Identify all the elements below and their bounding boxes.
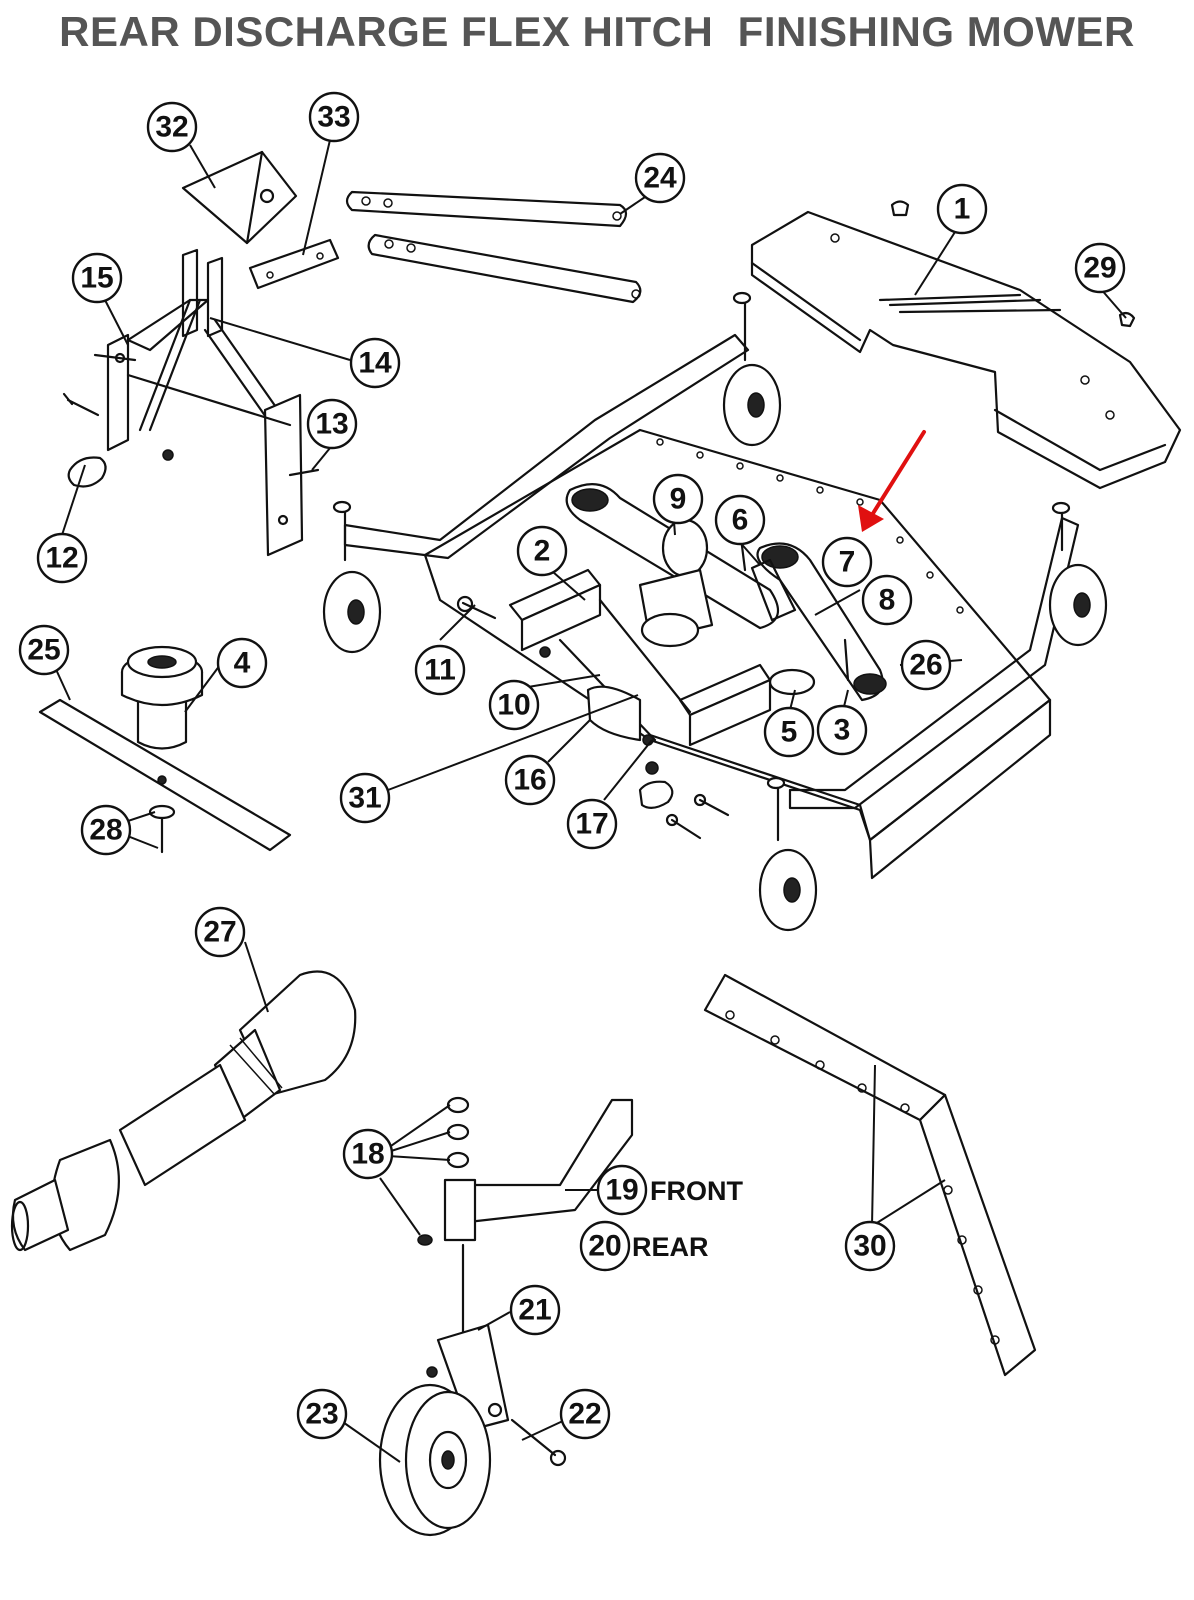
part-19-caster-arm	[443, 1098, 634, 1242]
callout-24: 24	[634, 152, 686, 204]
svg-text:8: 8	[879, 584, 896, 617]
part-30-angle-bracket	[703, 973, 1037, 1377]
mower-deck	[343, 333, 1080, 880]
callout-13: 13	[306, 398, 358, 450]
part-27-driveshaft	[10, 970, 357, 1252]
callout-14: 14	[349, 337, 401, 389]
svg-text:33: 33	[317, 101, 350, 134]
svg-text:18: 18	[351, 1138, 384, 1171]
part-24-links	[345, 190, 642, 304]
callout-16: 16	[504, 754, 556, 806]
svg-text:22: 22	[568, 1398, 601, 1431]
callout-2: 2	[516, 525, 568, 577]
label-rear: REAR	[632, 1232, 709, 1262]
svg-text:16: 16	[513, 764, 546, 797]
svg-text:14: 14	[358, 347, 392, 380]
part-32-bracket	[181, 150, 298, 245]
svg-text:23: 23	[305, 1398, 338, 1431]
svg-text:21: 21	[518, 1294, 551, 1327]
svg-text:13: 13	[315, 408, 348, 441]
callout-21: 21	[509, 1284, 561, 1336]
page-title: REAR DISCHARGE FLEX HITCH FINISHING MOWE…	[59, 8, 1135, 55]
callout-7: 7	[821, 536, 873, 588]
callout-17: 17	[566, 798, 618, 850]
svg-text:11: 11	[424, 654, 456, 687]
callout-29: 29	[1074, 242, 1126, 294]
svg-text:26: 26	[909, 649, 942, 682]
callout-22: 22	[559, 1388, 611, 1440]
svg-text:12: 12	[45, 542, 78, 575]
svg-text:24: 24	[643, 162, 677, 195]
callout-9: 9	[652, 473, 704, 525]
callout-3: 3	[816, 704, 868, 756]
svg-text:10: 10	[497, 689, 530, 722]
svg-text:29: 29	[1083, 252, 1116, 285]
callout-20: 20	[579, 1220, 631, 1272]
callout-12: 12	[36, 532, 88, 584]
part-11-bolt	[456, 595, 497, 620]
svg-text:19: 19	[605, 1174, 638, 1207]
red-arrow	[858, 430, 926, 532]
callout-30: 30	[844, 1220, 896, 1272]
svg-text:1: 1	[954, 193, 971, 226]
callout-15: 15	[71, 252, 123, 304]
callout-8: 8	[861, 574, 913, 626]
callout-6: 6	[714, 494, 766, 546]
part-23-wheel	[378, 1383, 492, 1537]
label-front: FRONT	[650, 1176, 743, 1206]
part-17-hardware	[638, 761, 730, 840]
svg-text:7: 7	[839, 546, 856, 579]
callout-26: 26	[900, 639, 952, 691]
svg-text:4: 4	[234, 647, 251, 680]
svg-text:6: 6	[732, 504, 749, 537]
callout-25: 25	[18, 624, 70, 676]
svg-text:17: 17	[575, 808, 608, 841]
drive-assembly	[565, 482, 887, 702]
part-25-blade	[38, 698, 292, 852]
callout-4: 4	[216, 637, 268, 689]
deck-caster-wheels	[322, 291, 1108, 932]
svg-text:15: 15	[80, 262, 113, 295]
part-12-hardware	[62, 392, 174, 488]
part-33-plate	[248, 238, 340, 290]
svg-text:31: 31	[348, 782, 381, 815]
part-18-spacers	[417, 1096, 470, 1246]
callout-28: 28	[80, 804, 132, 856]
callout-5: 5	[763, 706, 815, 758]
part-28-bolt	[148, 804, 176, 854]
svg-text:9: 9	[670, 483, 687, 516]
svg-text:30: 30	[853, 1230, 886, 1263]
part-22-axle-bolt	[510, 1418, 567, 1467]
svg-text:27: 27	[203, 916, 236, 949]
callout-31: 31	[339, 772, 391, 824]
part-21-caster-fork	[426, 1243, 510, 1432]
callout-27: 27	[194, 906, 246, 958]
callout-10: 10	[488, 679, 540, 731]
svg-text:2: 2	[534, 535, 551, 568]
svg-text:5: 5	[781, 716, 798, 749]
svg-text:20: 20	[588, 1230, 621, 1263]
svg-text:28: 28	[89, 814, 122, 847]
callout-23: 23	[296, 1388, 348, 1440]
leader-lines	[53, 139, 1127, 1463]
part-4-spindle	[120, 645, 204, 750]
svg-text:25: 25	[27, 634, 60, 667]
part-15-hitch-frame	[93, 248, 320, 557]
part-1-belt-shield	[750, 200, 1182, 490]
callout-32: 32	[146, 101, 198, 153]
callout-11: 11	[414, 644, 466, 696]
svg-text:3: 3	[834, 714, 851, 747]
callout-33: 33	[308, 91, 360, 143]
callout-19: 19	[596, 1164, 648, 1216]
callout-1: 1	[936, 183, 988, 235]
svg-text:32: 32	[155, 111, 188, 144]
callout-18: 18	[342, 1128, 394, 1180]
